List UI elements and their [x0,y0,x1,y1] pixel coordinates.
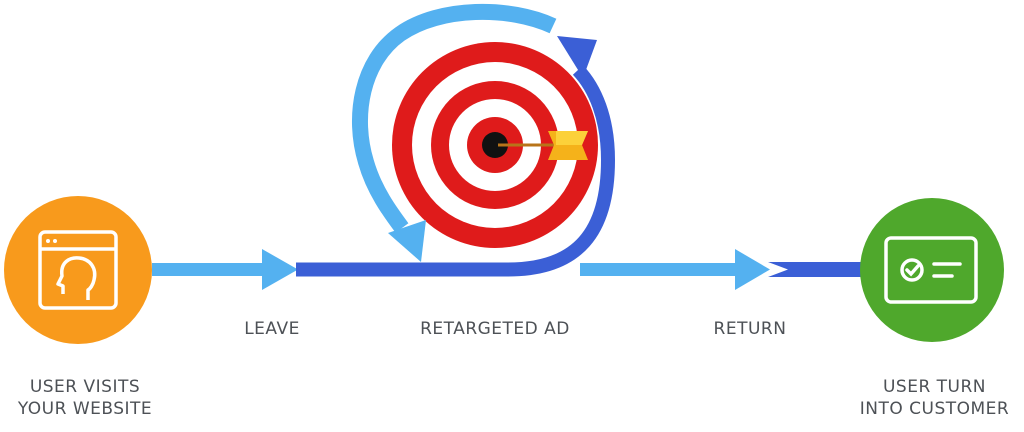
final-segment [768,262,880,277]
user-visits-label: USER VISITS YOUR WEBSITE [0,376,170,420]
user-visits-label-line1: USER VISITS [29,377,141,397]
leave-label: LEAVE [244,319,300,339]
leave-arrow [152,249,298,290]
target-icon [392,42,598,248]
retarget-return-path [296,36,616,277]
return-arrow [580,249,770,290]
return-label: RETURN [713,319,787,339]
user-customer-label: USER TURN INTO CUSTOMER [845,376,1024,420]
user-visits-node [4,196,152,344]
retarget-loop-arc [352,3,557,262]
user-customer-label-line1: USER TURN [882,377,987,397]
user-customer-label-line2: INTO CUSTOMER [859,399,1010,419]
user-customer-node [860,198,1004,342]
checked-card-icon [884,236,978,304]
retargeted-ad-label: RETARGETED AD [420,319,570,339]
user-visits-label-line2: YOUR WEBSITE [17,399,153,419]
dart-icon [498,131,588,160]
browser-user-icon [38,230,118,310]
